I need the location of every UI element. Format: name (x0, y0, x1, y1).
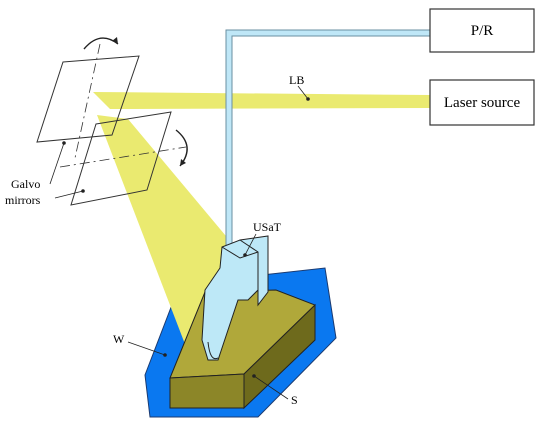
s-label: S (291, 393, 298, 407)
usat-label: USaT (253, 220, 282, 234)
usat-dot (243, 253, 247, 257)
pr-box (429, 8, 535, 53)
pr-label: P/R (471, 23, 494, 39)
w-leader (127, 341, 166, 356)
usat-leader (244, 233, 257, 256)
mirror-axis-lower (59, 146, 187, 168)
rotation-arrowhead-upper (112, 37, 118, 44)
s-leader (253, 375, 289, 400)
sample-s-side (243, 303, 316, 410)
galvo-dot-1 (62, 141, 66, 145)
transducer-usat (201, 239, 259, 361)
lb-label: LB (289, 73, 304, 87)
galvo-dot-2 (81, 189, 85, 193)
galvo-mirror-lower (70, 111, 172, 206)
galvo-leader-2 (54, 190, 84, 199)
transducer-edge (221, 246, 259, 259)
cable-inner (226, 30, 430, 270)
w-label: W (113, 332, 125, 346)
sample-s-front (169, 373, 245, 409)
laser-beam-lb (93, 92, 430, 109)
lb-leader (297, 85, 309, 100)
lb-dot (306, 97, 310, 101)
transducer-tip (207, 341, 219, 360)
rotation-arrow-upper (83, 37, 119, 50)
galvo-label-line2: mirrors (5, 193, 41, 207)
cable (225, 29, 430, 270)
laser-source-box (429, 79, 535, 126)
s-dot (252, 374, 256, 378)
galvo-mirror-upper (36, 55, 140, 143)
galvo-label-line1: Galvo (11, 177, 40, 191)
laser-source-label: Laser source (444, 95, 521, 111)
rotation-arrowhead-lower (180, 159, 186, 166)
w-dot (163, 353, 167, 357)
galvo-leader-1 (49, 142, 65, 185)
